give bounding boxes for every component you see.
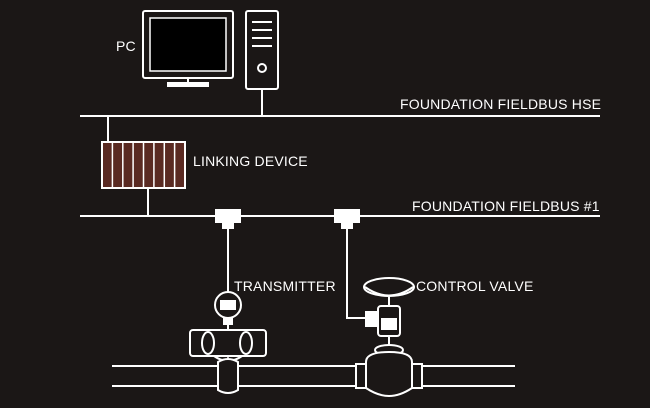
control-valve-icon bbox=[355, 277, 423, 398]
transmitter-label: TRANSMITTER bbox=[234, 278, 336, 294]
valve-spur-line bbox=[346, 228, 366, 319]
tee-connector-icon bbox=[215, 209, 241, 229]
control-valve-label: CONTROL VALVE bbox=[416, 278, 534, 294]
fieldbus1-label: FOUNDATION FIELDBUS #1 bbox=[412, 198, 600, 214]
pc-label: PC bbox=[116, 38, 136, 54]
pc-monitor-icon bbox=[142, 10, 234, 87]
hse-bus-label: FOUNDATION FIELDBUS HSE bbox=[400, 96, 602, 112]
pipe-fitting-icon bbox=[217, 358, 239, 394]
pipe-icon bbox=[112, 365, 515, 387]
tee-connector-icon bbox=[334, 209, 360, 229]
linking-device-icon bbox=[101, 141, 186, 189]
pc-tower-icon bbox=[245, 10, 279, 90]
linking-device-label: LINKING DEVICE bbox=[193, 153, 308, 169]
